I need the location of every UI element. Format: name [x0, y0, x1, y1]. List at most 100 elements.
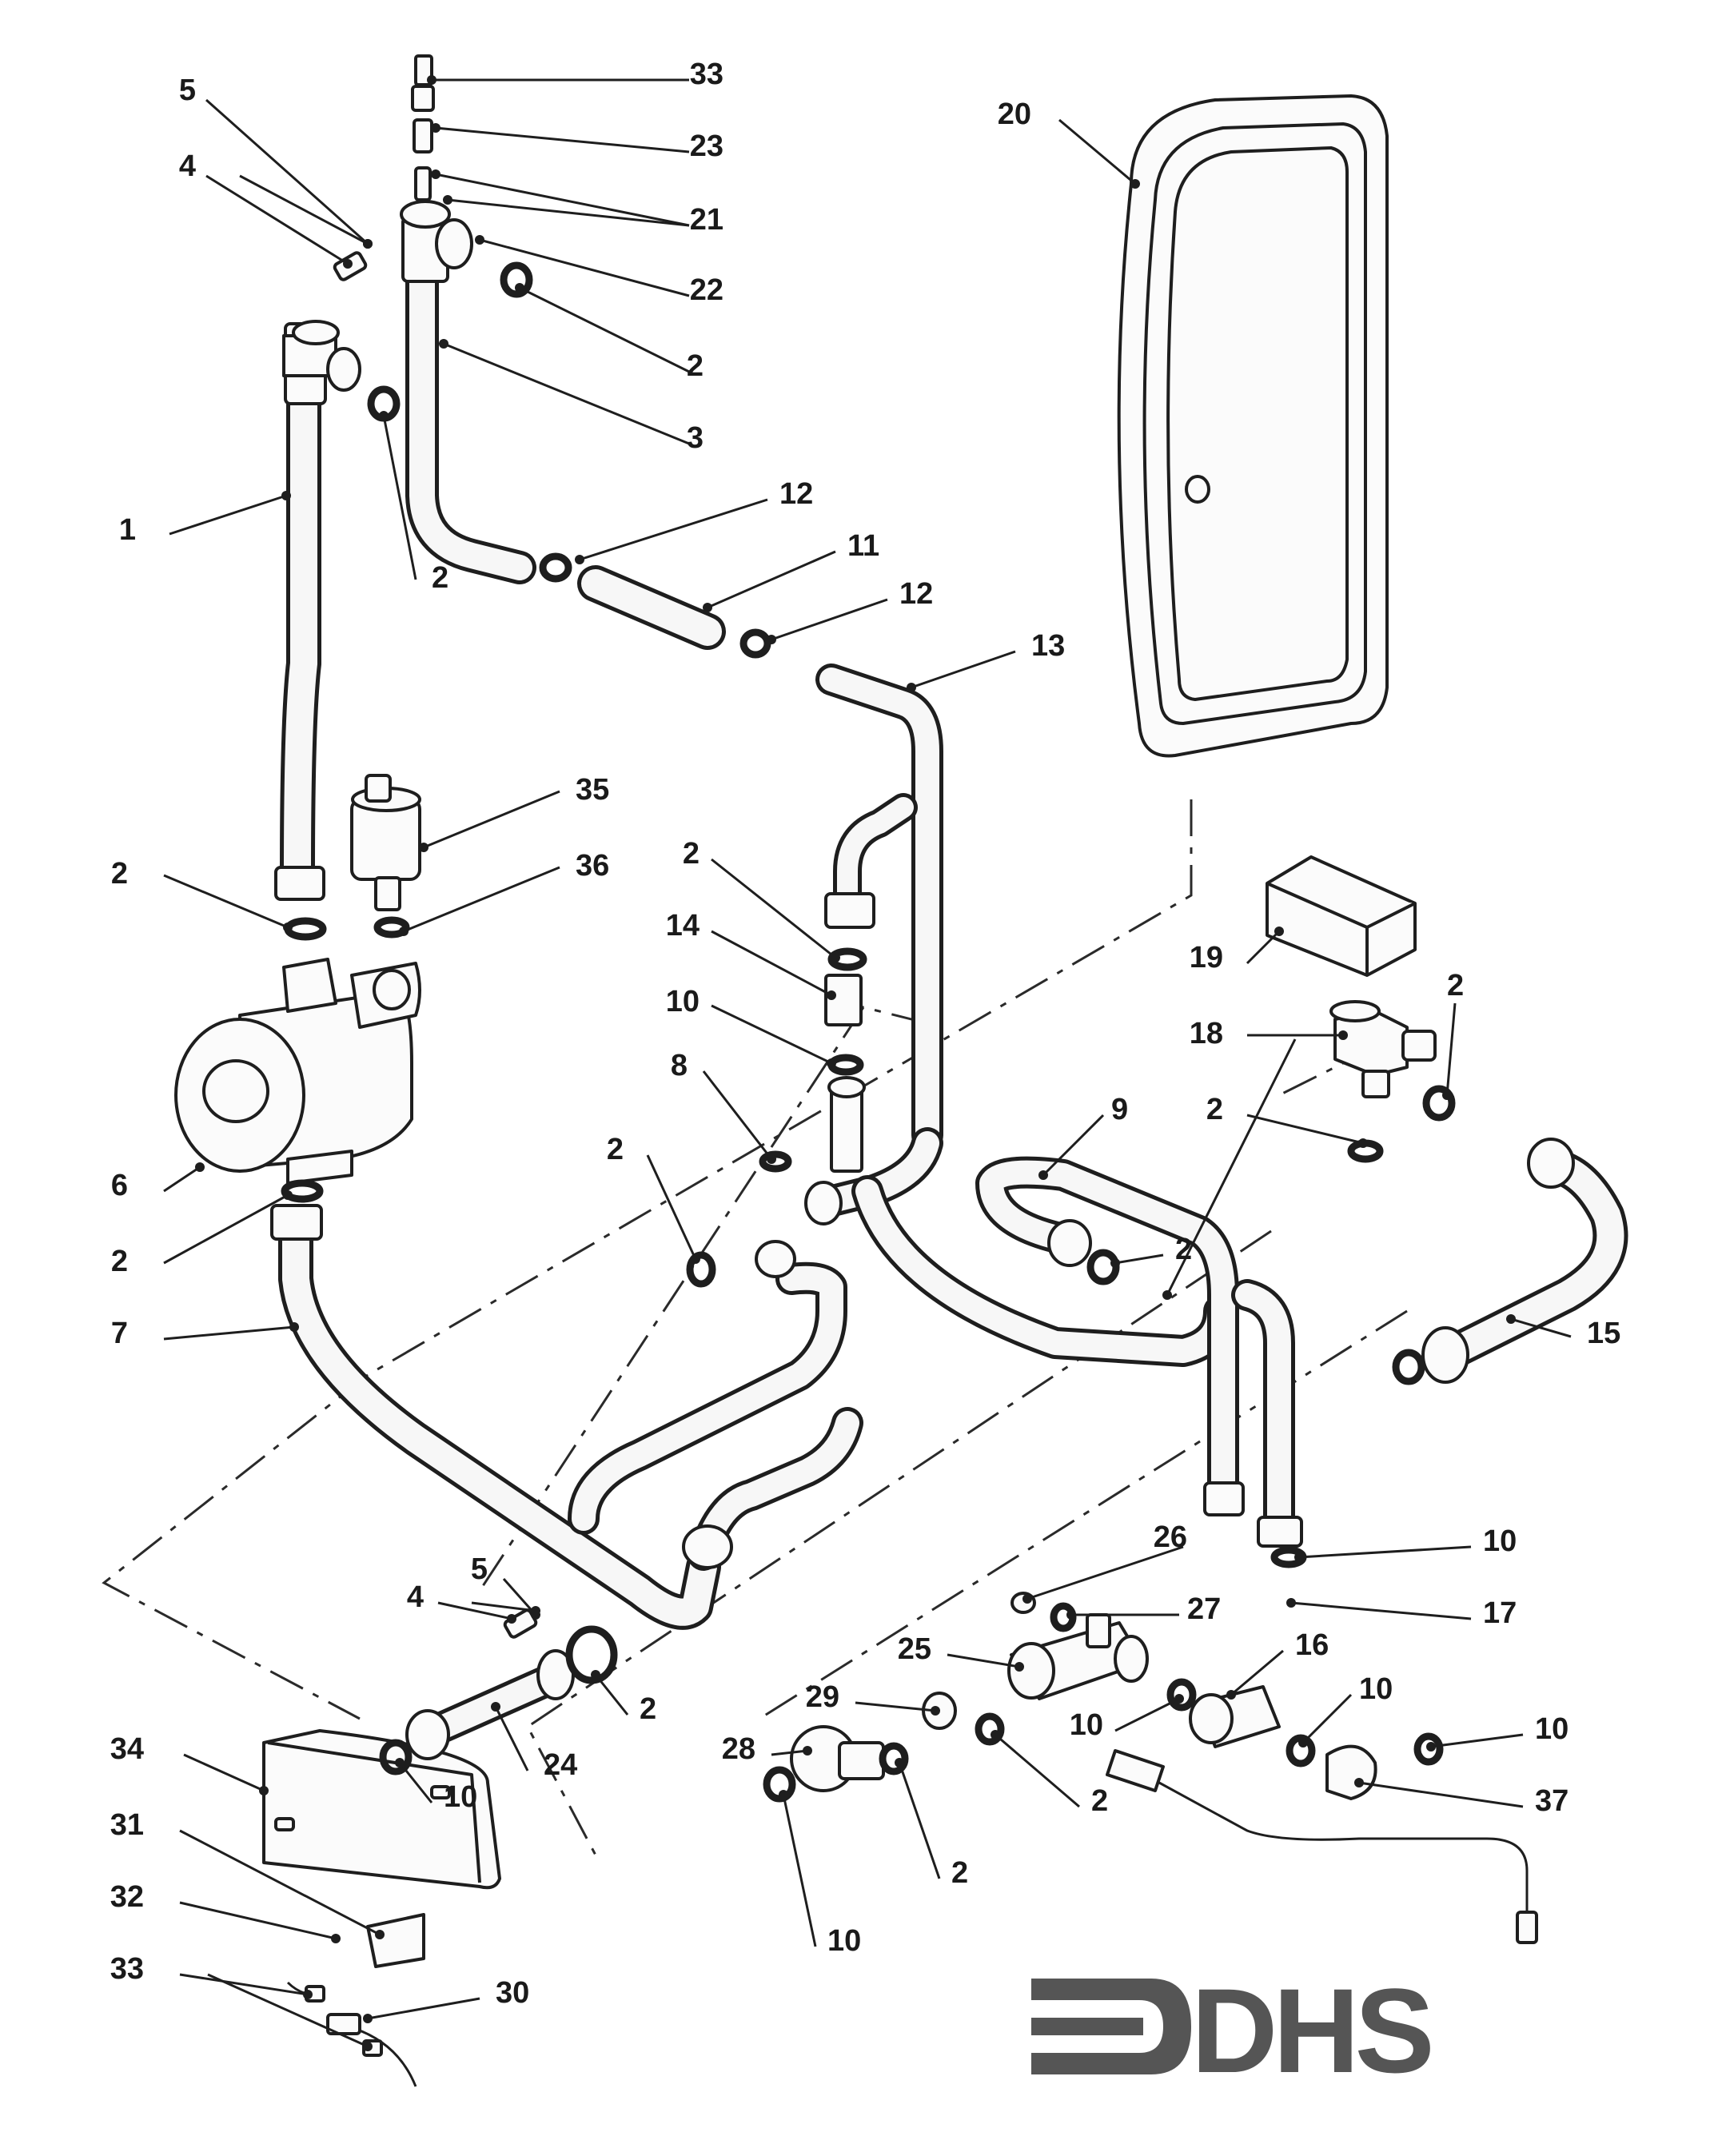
- leader-line-2: [382, 415, 417, 580]
- leader-line-4: [239, 174, 369, 245]
- leader-line-36: [403, 866, 560, 933]
- leader-dot-2: [1358, 1138, 1368, 1148]
- leader-line-20: [1058, 118, 1136, 185]
- callout-label-13: 13: [1031, 629, 1065, 663]
- callout-label-36: 36: [576, 849, 609, 883]
- callout-label-26: 26: [1154, 1520, 1187, 1554]
- callout-labels: 3323212223541212111213203536262721410821…: [110, 58, 1621, 2010]
- callout-label-8: 8: [671, 1049, 688, 1082]
- leader-line-13: [911, 650, 1016, 689]
- leader-dot-33: [363, 2042, 373, 2051]
- leader-line-4: [437, 1601, 512, 1620]
- leader-line-16: [1230, 1649, 1284, 1696]
- leader-dot-7: [289, 1322, 299, 1332]
- leader-line-2: [163, 1194, 289, 1265]
- leader-line-15: [1510, 1317, 1572, 1338]
- leader-line-19: [1246, 930, 1281, 965]
- callout-label-10: 10: [1535, 1712, 1569, 1746]
- leader-line-33: [179, 1973, 309, 1996]
- leader-line-2: [519, 286, 690, 373]
- leader-line-8: [702, 1070, 773, 1160]
- heat-exchanger-connector-24: [405, 1625, 618, 1760]
- leader-dot-3: [439, 339, 448, 349]
- leader-line-9: [1042, 1114, 1105, 1177]
- leader-dot-31: [375, 1930, 385, 1939]
- callout-label-2: 2: [1206, 1093, 1223, 1126]
- leader-dot-12: [575, 555, 584, 564]
- leader-line-10: [711, 1004, 832, 1065]
- callout-label-11: 11: [847, 529, 879, 563]
- diverter-valve: [1329, 1000, 1437, 1098]
- callout-label-37: 37: [1535, 1784, 1569, 1818]
- leader-dot-2: [379, 411, 389, 420]
- leader-dot-33: [427, 75, 436, 85]
- leader-line-3: [443, 342, 690, 445]
- callout-label-34: 34: [110, 1732, 144, 1766]
- leader-dot-8: [767, 1154, 776, 1164]
- leader-dot-11: [703, 603, 712, 612]
- leader-line-6: [163, 1166, 201, 1193]
- leader-dot-36: [399, 927, 409, 936]
- leader-dot-10: [779, 1790, 788, 1799]
- callout-label-4: 4: [407, 1580, 424, 1614]
- leader-dot-10: [1426, 1742, 1436, 1752]
- leader-dot-10: [1174, 1694, 1184, 1704]
- callout-label-10: 10: [1483, 1524, 1517, 1558]
- check-valve: [824, 974, 866, 1173]
- callout-label-12: 12: [899, 577, 933, 611]
- callout-label-10: 10: [827, 1924, 861, 1958]
- temperature-sensor-cable: [1106, 1749, 1538, 1944]
- leader-line-25: [947, 1653, 1020, 1668]
- callout-label-2: 2: [1091, 1784, 1108, 1818]
- leader-dot-2: [831, 953, 840, 962]
- leader-dot-18: [1162, 1290, 1172, 1300]
- leader-line-21: [447, 198, 690, 227]
- leader-line-2: [1114, 1253, 1164, 1265]
- leader-line-2: [163, 874, 289, 929]
- leader-dot-24: [491, 1702, 500, 1712]
- leader-dot-9: [1038, 1170, 1048, 1180]
- callout-label-16: 16: [1295, 1628, 1329, 1662]
- callout-label-33: 33: [110, 1952, 144, 1986]
- callout-label-2: 2: [111, 857, 128, 891]
- leader-line-11: [707, 550, 836, 609]
- leader-line-1: [169, 494, 287, 536]
- callout-label-7: 7: [111, 1317, 128, 1350]
- pipe-1: [274, 320, 361, 901]
- pipe-13: [804, 664, 943, 1225]
- leader-dot-20: [1130, 179, 1140, 189]
- leader-line-4: [205, 174, 349, 265]
- leader-line-18: [1166, 1038, 1297, 1296]
- callout-label-5: 5: [179, 74, 196, 107]
- leader-dot-35: [419, 843, 429, 852]
- callout-label-27: 27: [1187, 1592, 1221, 1626]
- callout-label-24: 24: [544, 1748, 577, 1782]
- callout-label-2: 2: [640, 1692, 656, 1726]
- leader-line-31: [179, 1829, 381, 1936]
- callout-label-10: 10: [666, 985, 700, 1018]
- callout-label-1: 1: [119, 513, 136, 547]
- callout-label-35: 35: [576, 773, 609, 807]
- callout-leaders: [163, 75, 1572, 2051]
- leader-line-35: [423, 790, 560, 849]
- dhs-logo-mark: [1031, 1979, 1191, 2074]
- leader-line-12: [771, 598, 888, 641]
- callout-label-28: 28: [722, 1732, 755, 1766]
- leader-line-34: [183, 1753, 265, 1792]
- hose-11: [539, 552, 771, 659]
- leader-line-32: [179, 1901, 337, 1940]
- leader-dot-10: [827, 1058, 836, 1068]
- leader-line-5: [205, 98, 369, 245]
- leader-line-29: [855, 1701, 936, 1712]
- leader-line-24: [494, 1706, 529, 1771]
- leader-dot-28: [803, 1746, 812, 1755]
- callout-label-2: 2: [687, 349, 704, 383]
- callout-label-23: 23: [690, 130, 723, 163]
- leader-dot-1: [281, 491, 291, 500]
- leader-dot-21: [443, 195, 452, 205]
- leader-dot-4: [343, 259, 353, 269]
- leader-dot-18: [1338, 1030, 1348, 1040]
- leader-dot-10: [1294, 1552, 1304, 1562]
- leader-dot-26: [1022, 1594, 1032, 1604]
- leader-dot-2: [895, 1758, 904, 1767]
